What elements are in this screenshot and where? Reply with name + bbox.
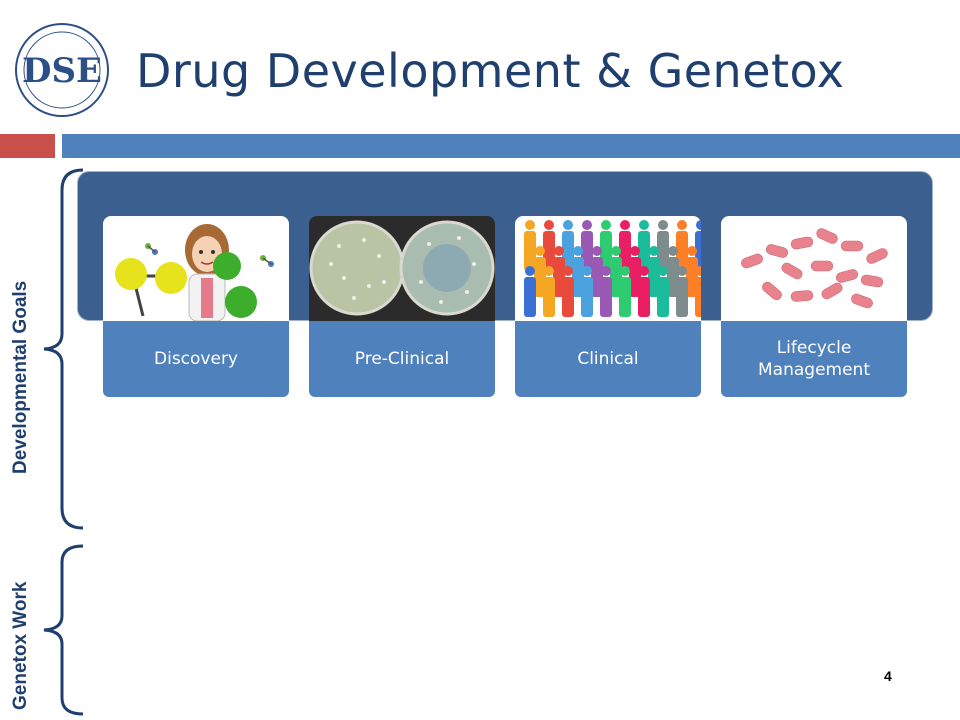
scientist-with-molecules-image [103,216,289,321]
stage-label-discovery: Discovery [103,321,289,397]
stage-label-pre-clinical: Pre-Clinical [309,321,495,397]
header-accent-blue [62,134,960,158]
petri-dishes-image [309,216,495,321]
stage-card-clinical: Clinical [515,216,701,397]
goals-brace [43,168,84,530]
developmental-goals-label: Developmental Goals [10,280,31,474]
people-crowd-image [515,216,701,321]
stage-card-discovery: Discovery [103,216,289,397]
stage-label-clinical: Clinical [515,321,701,397]
page-number: 4 [884,668,892,684]
logo-text: DSE [22,51,102,91]
dse-logo: DSE [15,23,109,117]
genetox-work-label: Genetox Work [10,581,31,710]
stage-card-lifecycle-management: Lifecycle Management [721,216,907,397]
genetox-brace [43,544,84,716]
stage-card-pre-clinical: Pre-Clinical [309,216,495,397]
header-accent-red [0,134,55,158]
pink-pills-image [721,216,907,321]
stage-label-lifecycle-management: Lifecycle Management [721,321,907,397]
page-title: Drug Development & Genetox [136,44,845,98]
